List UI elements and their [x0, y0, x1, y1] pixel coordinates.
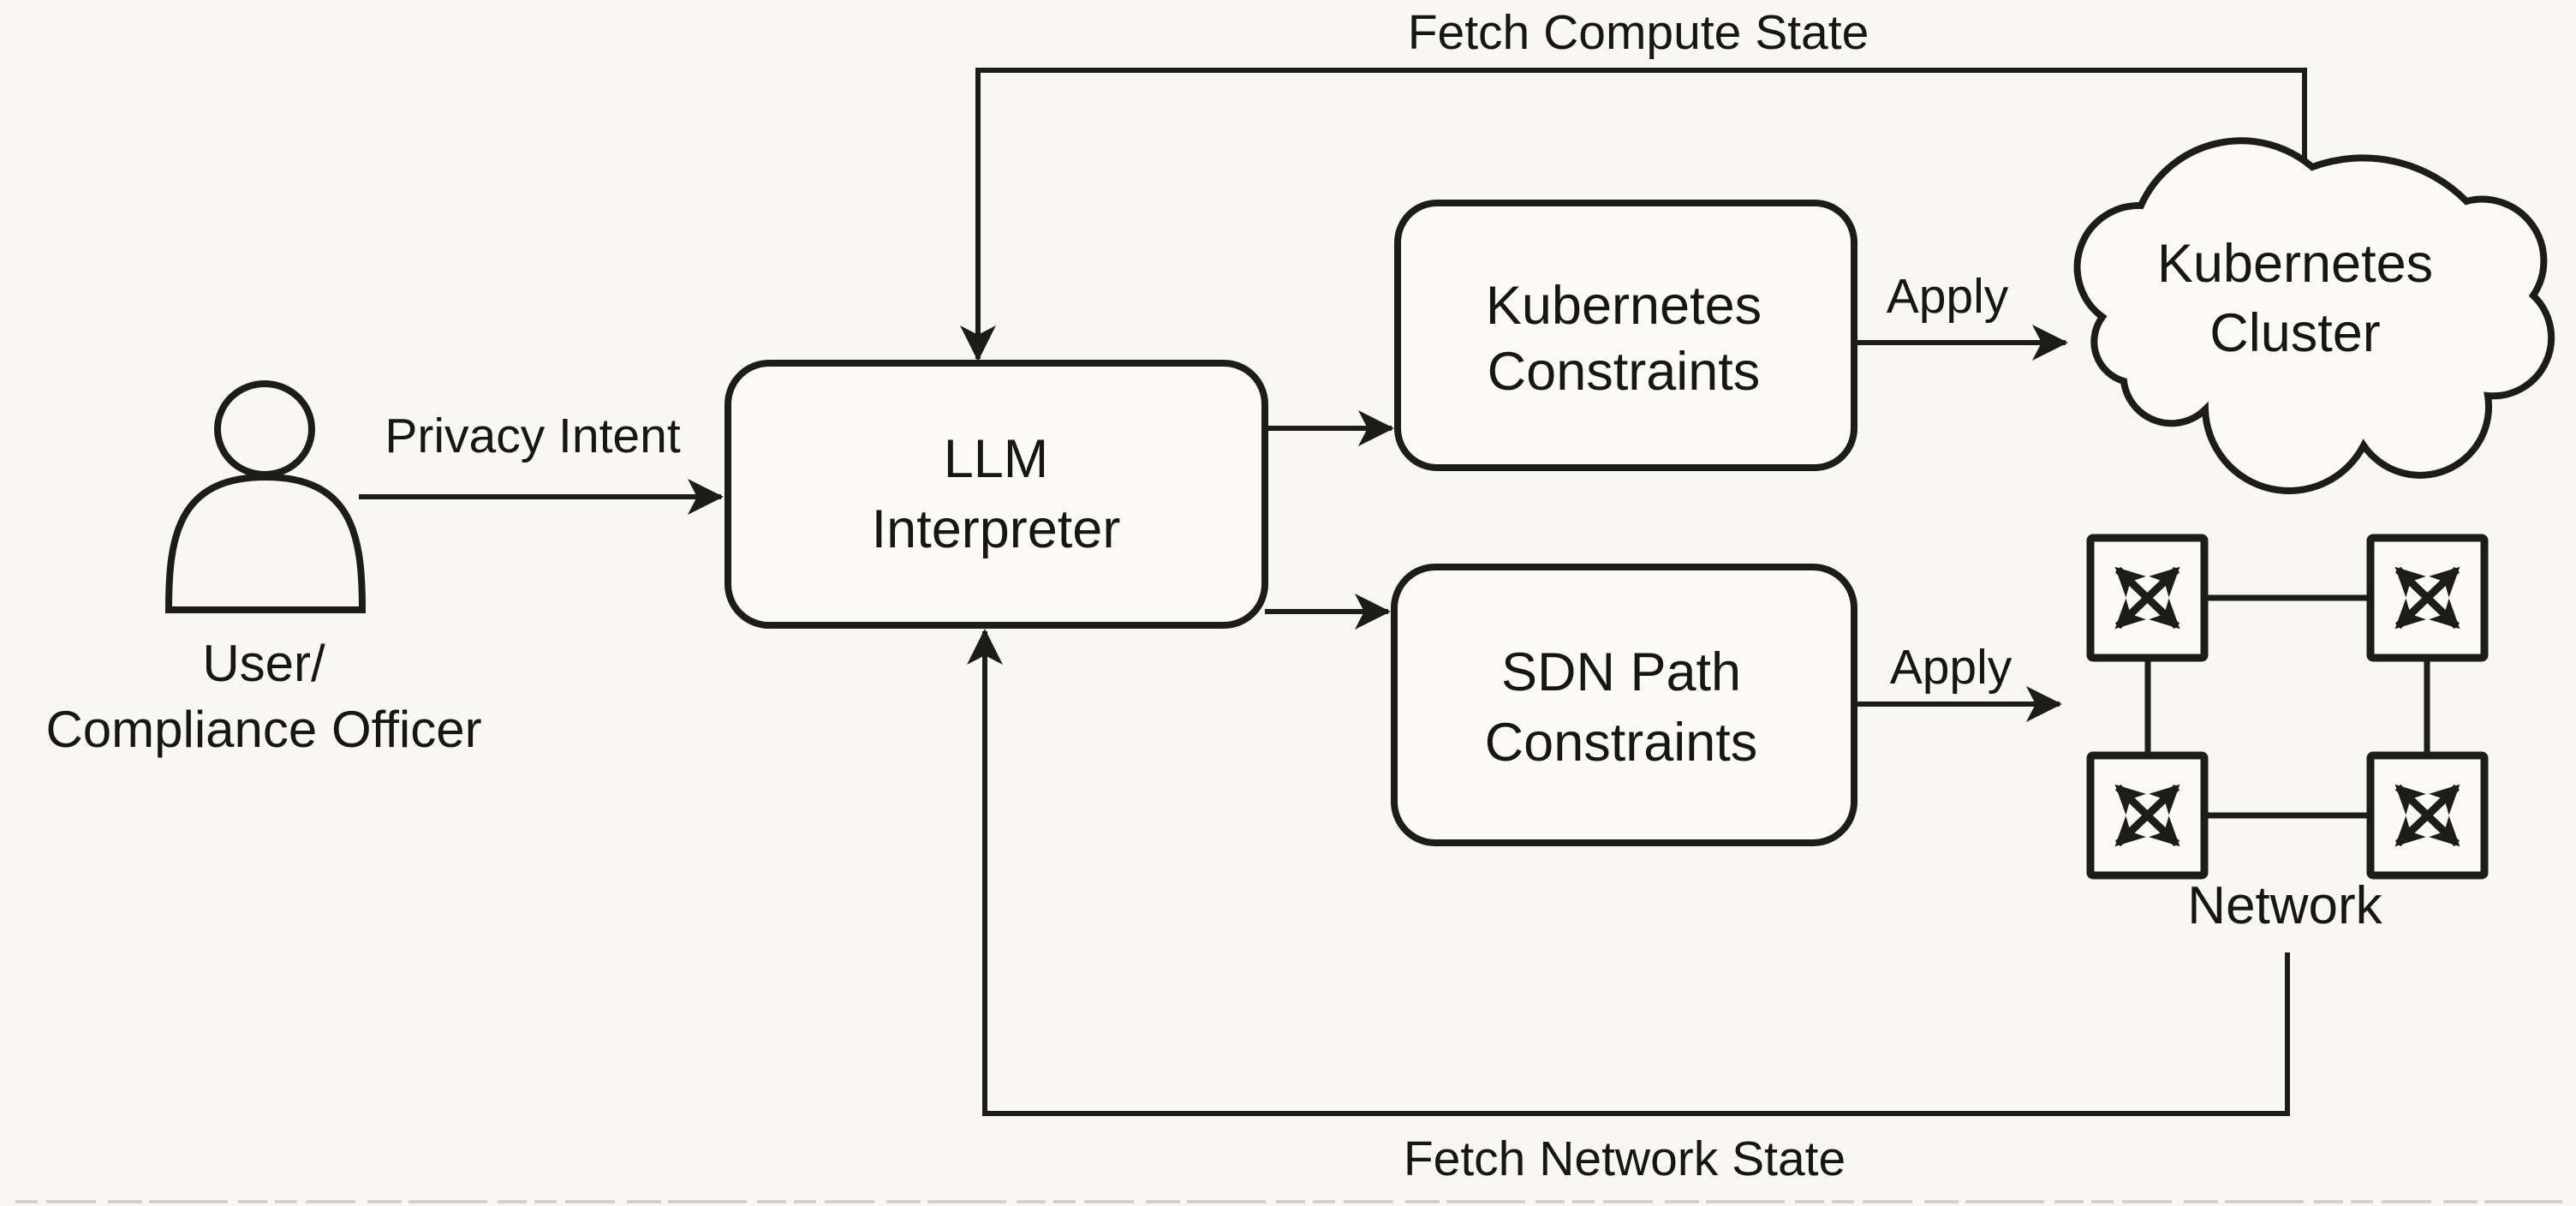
actor-user: User/ Compliance Officer	[45, 380, 482, 758]
node-network: Network	[2090, 538, 2484, 935]
fetch-compute-state-label: Fetch Compute State	[1408, 5, 1869, 60]
node-k8s-cluster: Kubernetes Cluster	[2073, 137, 2555, 494]
sdn-constraints-box	[1391, 564, 1857, 846]
network-switch-icon-top-right	[2370, 538, 2484, 658]
sdn-constraints-label-line2: Constraints	[1485, 713, 1758, 773]
person-icon	[214, 380, 315, 478]
network-label: Network	[2187, 876, 2382, 935]
llm-label-line1: LLM	[944, 429, 1049, 489]
apply-network-label: Apply	[1890, 640, 2012, 695]
edges	[359, 68, 2307, 1116]
k8s-cluster-label-line1: Kubernetes	[2157, 234, 2433, 294]
actor-label-line2: Compliance Officer	[45, 701, 481, 758]
node-sdn-constraints: SDN Path Constraints	[1391, 564, 1857, 846]
sdn-constraints-label-line1: SDN Path	[1501, 642, 1741, 702]
k8s-constraints-box	[1394, 200, 1857, 471]
k8s-cluster-label-line2: Cluster	[2209, 303, 2381, 363]
privacy-intent-label: Privacy Intent	[385, 409, 680, 463]
apply-compute-label: Apply	[1887, 269, 2009, 324]
fetch-network-state-label: Fetch Network State	[1404, 1131, 1846, 1186]
actor-label-line1: User/	[202, 635, 325, 692]
llm-label-line2: Interpreter	[872, 499, 1121, 559]
network-switch-icon-top-left	[2090, 538, 2204, 658]
node-llm-interpreter: LLM Interpreter	[724, 360, 1268, 629]
person-body-icon	[164, 473, 367, 613]
network-switch-icon-bottom-left	[2090, 755, 2204, 875]
llm-interpreter-box	[724, 360, 1268, 629]
edge-labels: Fetch Compute State Privacy Intent Apply…	[385, 5, 2012, 1186]
k8s-constraints-label-line2: Constraints	[1488, 342, 1761, 402]
edge-fetch-network-state	[967, 629, 2290, 1116]
node-k8s-constraints: Kubernetes Constraints	[1394, 200, 1857, 471]
edge-fetch-compute-state	[960, 68, 2307, 361]
cloud-icon	[2073, 137, 2555, 494]
k8s-constraints-label-line1: Kubernetes	[1486, 276, 1762, 336]
network-switch-icon-bottom-right	[2370, 755, 2484, 875]
